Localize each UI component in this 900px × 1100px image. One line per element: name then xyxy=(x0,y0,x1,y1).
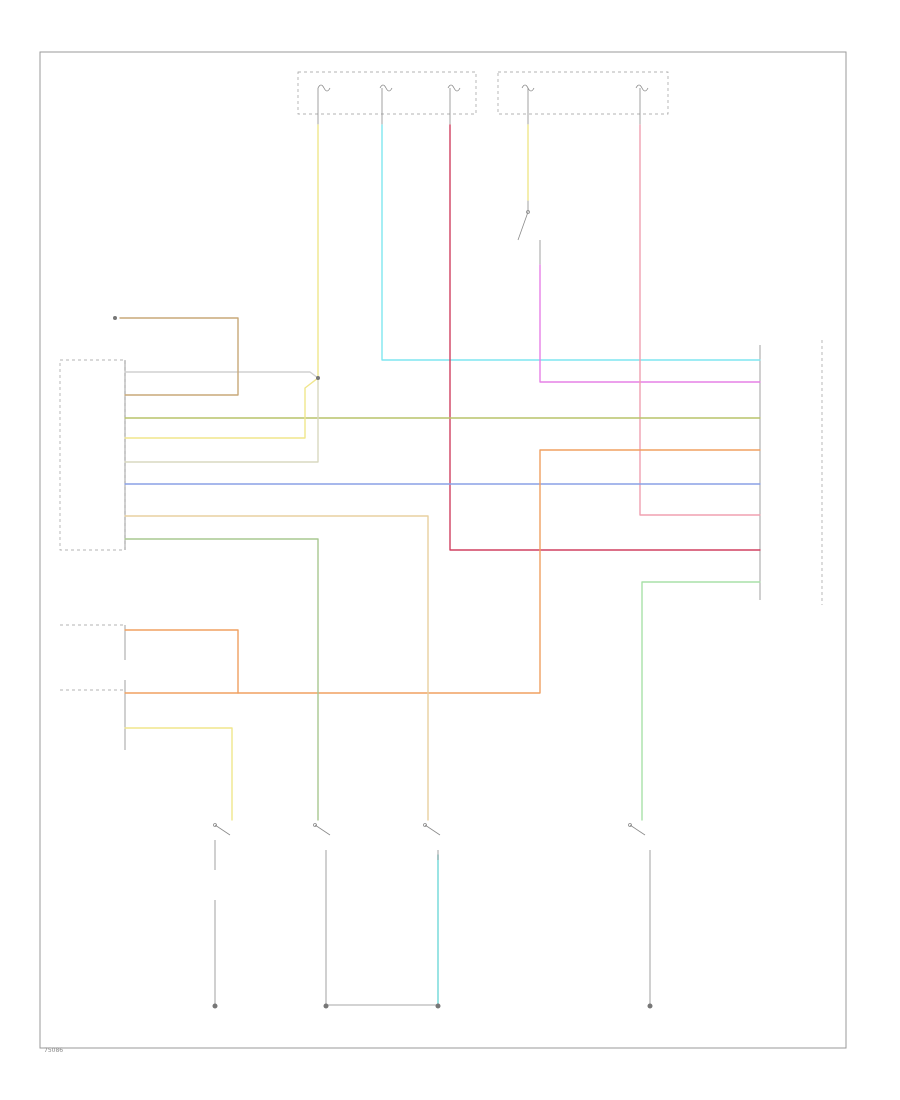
diagram-id: 75086 xyxy=(44,1047,63,1054)
splice-node xyxy=(316,376,320,380)
wire-ltgreen-right xyxy=(641,581,761,821)
wire-gray-2 xyxy=(124,379,319,463)
fuse-block-1 xyxy=(297,71,477,115)
ground-node-center xyxy=(435,1003,441,1009)
wire-pink-right xyxy=(639,124,761,516)
fuse-block-group xyxy=(297,71,669,125)
ground-node-left xyxy=(212,1003,218,1009)
ignition-switch xyxy=(517,200,541,265)
fuse-symbol-3 xyxy=(447,84,461,92)
fuse-block-2 xyxy=(497,71,669,115)
fuse-symbol-1 xyxy=(317,84,331,92)
ground-node-right xyxy=(647,1003,653,1009)
wire-red xyxy=(449,124,761,551)
fuse-symbol-5 xyxy=(635,84,649,92)
switch-driver xyxy=(423,823,441,860)
wire-gray-1 xyxy=(124,371,319,379)
ground-node-center-left xyxy=(323,1003,329,1009)
diagram-frame xyxy=(39,51,847,1049)
wire-green-olive xyxy=(124,538,319,821)
wire-magenta xyxy=(539,264,761,383)
right-module xyxy=(759,340,823,605)
left-connector-block xyxy=(59,359,126,551)
lower-left-modules xyxy=(60,624,126,750)
top-left-node xyxy=(113,316,117,320)
fuse-symbol-2 xyxy=(379,84,393,92)
wire-orange-lower xyxy=(124,629,239,694)
switch-left xyxy=(213,823,231,1005)
switch-passenger xyxy=(313,823,331,1005)
wire-cyan xyxy=(381,124,761,361)
switch-right xyxy=(628,823,651,1005)
wire-tan xyxy=(124,515,429,821)
left-module xyxy=(59,359,126,551)
wire-brown xyxy=(119,317,239,396)
wire-yellow-mid xyxy=(124,377,319,439)
wire-yellow-lower xyxy=(124,727,233,821)
wire-orange xyxy=(124,449,761,694)
